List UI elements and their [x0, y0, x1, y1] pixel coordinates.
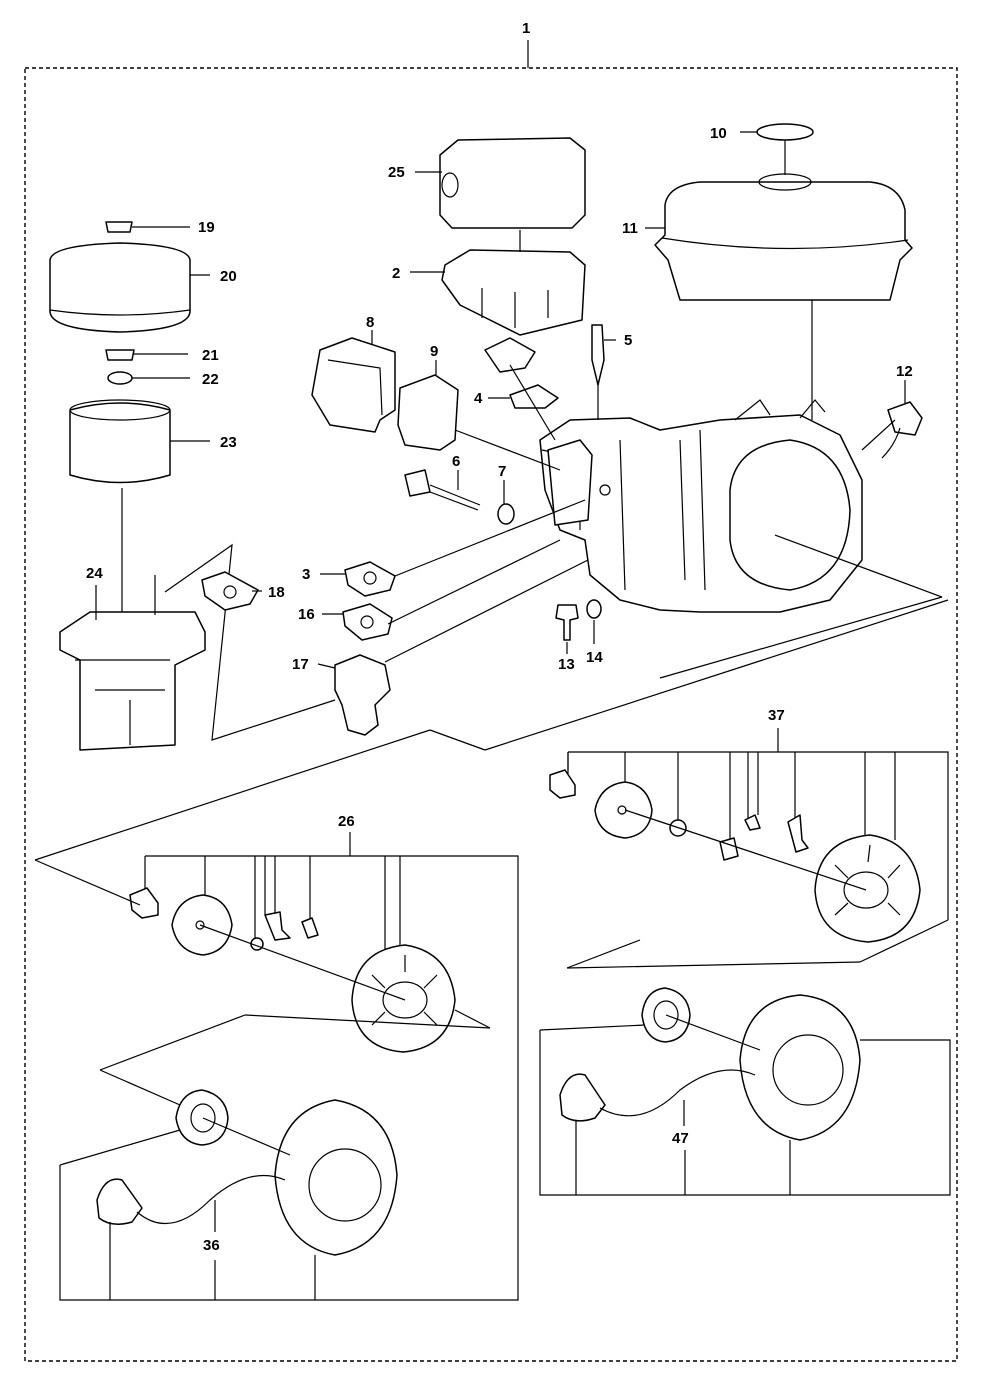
part-7-washer [497, 503, 515, 525]
recoil-starter-right: 37 4 [429, 599, 951, 1196]
part-4-gasket [509, 384, 559, 409]
label-23: 23 [220, 434, 237, 451]
label-21: 21 [202, 347, 219, 364]
part-26-spring [301, 917, 319, 939]
part-37-reel [814, 834, 921, 943]
label-7: 7 [498, 463, 506, 480]
part-21 [105, 349, 135, 361]
label-6: 6 [452, 453, 460, 470]
label-22: 22 [202, 371, 219, 388]
label-13: 13 [558, 656, 575, 673]
label-19: 19 [198, 219, 215, 236]
frame-47 [539, 1030, 951, 1196]
part-14-washer [586, 599, 602, 619]
part-37-bolt [549, 769, 576, 799]
part-26-bolt [129, 887, 159, 919]
label-4: 4 [474, 390, 483, 407]
carburettor-group: 18 3 16 17 [201, 561, 396, 736]
part-26-pulley [171, 894, 233, 956]
part-2-head-cover [441, 249, 586, 336]
label-12: 12 [896, 363, 913, 380]
part-16-insulator [342, 603, 393, 641]
label-14: 14 [586, 649, 603, 666]
part-2-flange [484, 337, 536, 373]
part-26-pawl [264, 911, 291, 941]
recoil-starter-left: 26 36 [34, 729, 519, 1301]
assembly-frame [24, 67, 958, 1362]
part-3-gasket [344, 561, 396, 597]
part-22 [107, 371, 133, 385]
part-37-spring [744, 814, 761, 831]
label-47: 47 [672, 1130, 689, 1147]
engine-flywheel-shroud [729, 439, 851, 591]
part-8-rocker-cover [311, 337, 396, 433]
label-10: 10 [710, 125, 727, 142]
label-1: 1 [522, 20, 530, 37]
part-12-switch [887, 401, 923, 436]
part-37-pin [719, 837, 739, 861]
part-11-fuel-tank [654, 181, 913, 301]
part-20-filter-cover [49, 242, 191, 333]
frame-26 [59, 855, 519, 1301]
part-17-carburettor [334, 654, 391, 736]
part-5-spark-plug [591, 324, 605, 386]
part-37-pawl [787, 814, 809, 853]
part-13-drain-bolt [555, 604, 579, 641]
part-26-reel [351, 944, 456, 1053]
part-23-filter-element [69, 402, 171, 484]
label-11: 11 [622, 220, 638, 237]
label-9: 9 [430, 343, 438, 360]
label-36: 36 [203, 1237, 220, 1254]
part-36-handle [96, 1178, 143, 1225]
part-36-spring-case [175, 1089, 229, 1146]
label-25: 25 [388, 164, 405, 181]
part-10-fuel-cap [756, 123, 814, 141]
label-2: 2 [392, 265, 400, 282]
part-9-gasket [397, 374, 459, 451]
part-47-starter-housing [739, 994, 861, 1141]
part-18-gasket [201, 571, 259, 611]
part-24-filter-base [59, 611, 206, 751]
label-18: 18 [268, 584, 285, 601]
label-37: 37 [768, 707, 785, 724]
label-26: 26 [338, 813, 355, 830]
part-19-wing-nut [105, 221, 133, 233]
part-6-dipstick [404, 469, 431, 497]
air-filter-group: 19 20 21 22 23 24 [49, 219, 237, 751]
label-16: 16 [298, 606, 315, 623]
label-24: 24 [86, 565, 103, 582]
label-5: 5 [624, 332, 632, 349]
part-25-cover [439, 137, 586, 229]
label-3: 3 [302, 566, 310, 583]
part-36-starter-housing [274, 1099, 398, 1256]
label-20: 20 [220, 268, 237, 285]
label-8: 8 [366, 314, 374, 331]
label-17: 17 [292, 656, 309, 673]
engine-group: 25 2 5 4 8 9 6 7 [311, 123, 943, 679]
part-37-pulley [594, 781, 653, 839]
part-47-handle [559, 1073, 606, 1122]
